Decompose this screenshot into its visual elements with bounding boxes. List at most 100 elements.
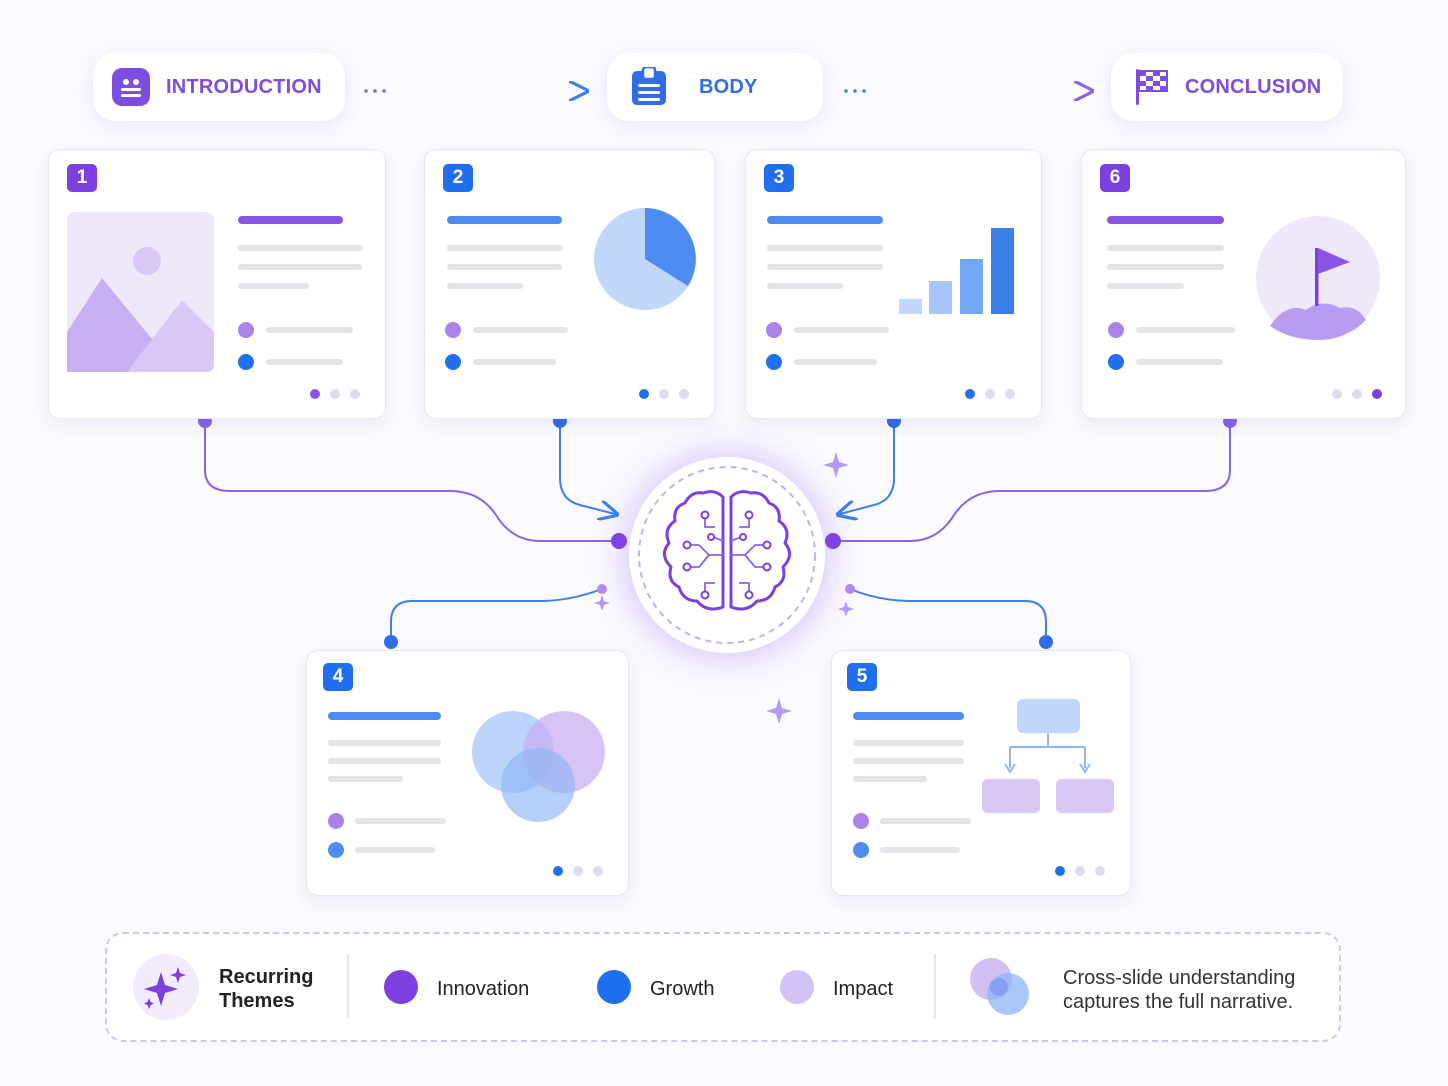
page-indicator: [1075, 866, 1085, 876]
sparkle-icon: [823, 452, 849, 478]
flag-on-hill-icon: [1256, 216, 1380, 340]
text-line: [238, 245, 362, 251]
flowchart-icon: [982, 699, 1114, 813]
sparkle-icon: [594, 595, 610, 611]
sparkle-icon: [766, 698, 792, 724]
legend-swatch-impact: [780, 970, 814, 1004]
text-line: [447, 264, 562, 270]
bullet-dot: [853, 842, 869, 858]
text-line: [767, 264, 883, 270]
document-icon: [632, 67, 666, 105]
stage-label: CONCLUSION: [1185, 75, 1322, 98]
text-line: [447, 283, 523, 289]
slide-card-3[interactable]: 3: [745, 149, 1042, 419]
title-bar: [1107, 216, 1224, 224]
text-line: [853, 776, 927, 782]
text-line: [266, 327, 353, 333]
page-indicator: [350, 389, 360, 399]
legend-swatch-growth: [597, 970, 631, 1004]
text-line: [328, 776, 403, 782]
page-indicator: [1005, 389, 1015, 399]
slide-card-2[interactable]: 2: [424, 149, 715, 419]
bullet-dot: [238, 322, 254, 338]
title-bar: [238, 216, 343, 224]
legend-label: Impact: [833, 978, 894, 1000]
divider: [934, 954, 936, 1018]
text-line: [447, 245, 562, 251]
bullet-dot: [853, 813, 869, 829]
text-line: [473, 327, 568, 333]
slide-card-4[interactable]: 4: [306, 650, 629, 896]
page-indicator-active: [965, 389, 975, 399]
text-line: [880, 847, 960, 853]
stage-introduction: INTRODUCTION: [93, 53, 345, 121]
page-indicator-active: [1055, 866, 1065, 876]
legend-note: Cross-slide understanding captures the f…: [1063, 967, 1296, 1013]
hub: [629, 457, 825, 653]
text-line: [880, 818, 971, 824]
title-bar: [767, 216, 883, 224]
text-line: [266, 359, 343, 365]
page-indicator: [1332, 389, 1342, 399]
bullet-dot: [328, 842, 344, 858]
venn-diagram-icon: [472, 711, 605, 822]
brain-circuit-icon: [638, 466, 816, 644]
image-placeholder-icon: [67, 212, 214, 372]
bullet-dot: [328, 813, 344, 829]
slide-number: 5: [847, 663, 877, 691]
pie-chart-icon: [594, 208, 696, 310]
text-line: [794, 327, 889, 333]
bullet-dot: [1108, 322, 1124, 338]
text-line: [1107, 245, 1224, 251]
legend-swatch-innovation: [384, 970, 418, 1004]
overlapping-circles-icon: [970, 958, 1029, 1015]
slide-number: 6: [1100, 164, 1130, 192]
page-indicator: [1095, 866, 1105, 876]
text-line: [1136, 359, 1223, 365]
sparkles-icon: [144, 967, 186, 1009]
text-line: [328, 758, 441, 764]
text-line: [1136, 327, 1235, 333]
page-indicator: [573, 866, 583, 876]
bullet-dot: [766, 322, 782, 338]
slide-number: 3: [764, 164, 794, 192]
page-indicator: [985, 389, 995, 399]
legend-label: Innovation: [437, 978, 530, 1000]
bullet-dot: [766, 354, 782, 370]
legend-panel: Recurring Themes Innovation Growth Impac…: [105, 932, 1341, 1042]
title-bar: [328, 712, 441, 720]
page-indicator: [659, 389, 669, 399]
text-line: [767, 283, 843, 289]
sparkle-icon: [838, 601, 854, 617]
page-indicator: [679, 389, 689, 399]
bullet-dot: [238, 354, 254, 370]
text-line: [767, 245, 883, 251]
presentation-icon: [112, 68, 150, 106]
bullet-dot: [445, 354, 461, 370]
divider: [347, 954, 349, 1018]
bullet-dot: [445, 322, 461, 338]
text-line: [238, 264, 362, 270]
page-indicator-active: [639, 389, 649, 399]
slide-card-5[interactable]: 5: [831, 650, 1131, 896]
text-line: [473, 359, 556, 365]
slide-number: 4: [323, 663, 353, 691]
page-indicator-active: [310, 389, 320, 399]
text-line: [1107, 264, 1224, 270]
text-line: [853, 740, 964, 746]
page-indicator: [593, 866, 603, 876]
slide-number: 1: [67, 164, 97, 192]
slide-card-6[interactable]: 6: [1081, 149, 1406, 419]
slide-card-1[interactable]: 1: [48, 149, 386, 419]
text-line: [853, 758, 964, 764]
stage-label: INTRODUCTION: [166, 75, 322, 98]
stage-label: BODY: [699, 75, 758, 98]
text-line: [355, 818, 446, 824]
stage-body: BODY: [607, 53, 823, 121]
text-line: [328, 740, 441, 746]
stage-conclusion: CONCLUSION: [1111, 53, 1343, 121]
flow-arrow-intro-body: [364, 89, 585, 93]
slide-number: 2: [443, 164, 473, 192]
page-indicator: [1352, 389, 1362, 399]
